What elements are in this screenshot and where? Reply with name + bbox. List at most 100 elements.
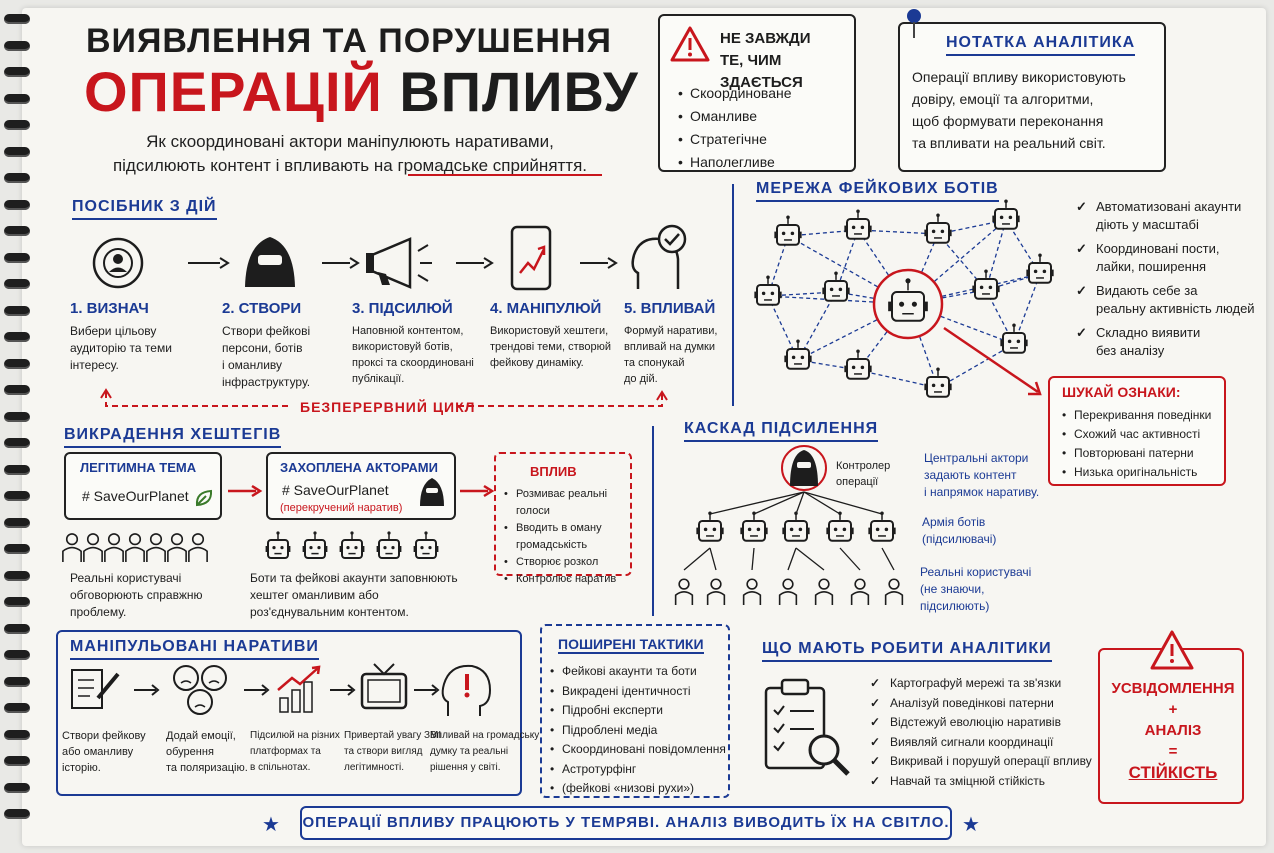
warning-title-1: НЕ ЗАВЖДИ <box>720 30 811 47</box>
bot-army-label: Армія ботів (підсилювачі) <box>922 514 996 548</box>
subtitle: Як скоординовані актори маніпулюють нара… <box>70 130 630 178</box>
check-line: діють у масштабі <box>1096 217 1199 232</box>
label-line: Центральні актори <box>924 451 1029 465</box>
spiral-ring <box>4 279 30 289</box>
spiral-ring <box>4 517 30 528</box>
analyst-item: Картографуй мережі та зв'язки <box>870 674 1092 694</box>
real-users-icons <box>62 533 208 562</box>
spiral-ring <box>4 226 30 236</box>
phone-trend-icon <box>510 225 552 291</box>
spiral-ring <box>4 597 30 607</box>
spiral-ring <box>4 146 30 157</box>
robot-icon <box>784 339 812 370</box>
spiral-ring <box>4 305 30 316</box>
step-line: Формуй наративи, <box>624 325 718 337</box>
leaf-icon <box>195 489 213 507</box>
title-line2: ОПЕРАЦІЙ ВПЛИВУ <box>84 62 639 122</box>
step-line: інфраструктуру. <box>222 375 311 389</box>
bot-network-title: МЕРЕЖА ФЕЙКОВИХ БОТІВ <box>756 180 999 202</box>
analyst-note: НОТАТКА АНАЛІТИКА Операції впливу викори… <box>898 22 1166 172</box>
bot-icons-row <box>265 531 439 559</box>
bar-trend-icon <box>277 665 321 713</box>
step-line: аудиторію та теми <box>70 341 172 355</box>
playbook-step-1: 1. ВИЗНАЧ Вибери цільову аудиторію та те… <box>70 300 210 374</box>
step-line: легітимності. <box>344 762 404 773</box>
person-icon <box>778 578 798 605</box>
users-caption: Реальні користувачі обговорюють справжню… <box>70 570 202 621</box>
step-line: Додай емоції, <box>166 730 236 742</box>
step-line: інтересу. <box>70 358 119 372</box>
spiral-ring <box>4 252 30 263</box>
footer-text: ОПЕРАЦІЇ ВПЛИВУ ПРАЦЮЮТЬ У ТЕМРЯВІ. АНАЛ… <box>302 814 950 831</box>
check-line: Автоматизовані акаунти <box>1096 199 1242 214</box>
robot-icon <box>992 199 1020 230</box>
label-line: (підсилювачі) <box>922 532 997 546</box>
spiral-ring <box>4 782 30 793</box>
check-item: Координовані пости,лайки, поширення <box>1076 240 1266 276</box>
person-icon <box>742 578 762 605</box>
warning-item: Скоординоване <box>676 82 792 105</box>
impact-item: Створює розкол <box>502 554 630 571</box>
eq-line: УСВІДОМЛЕННЯ <box>1111 680 1235 697</box>
tactics-title: ПОШИРЕНІ ТАКТИКИ <box>558 636 704 654</box>
robot-icon <box>844 209 872 240</box>
spiral-ring <box>4 703 30 713</box>
sign-item: Схожий час активності <box>1060 425 1211 444</box>
legit-topic-box: ЛЕГІТИМНА ТЕМА # SaveOurPlanet <box>64 452 222 520</box>
arrow-right-icon <box>460 484 495 498</box>
hooded-actor-icon <box>245 237 295 287</box>
spiral-binding <box>4 14 32 844</box>
caption-line: хештег оманливим або <box>250 588 379 602</box>
caption-line: Реальні користувачі <box>70 571 182 585</box>
spiral-ring <box>4 411 30 422</box>
narratives-icons <box>71 663 492 716</box>
real-users-label: Реальні користувачі (не знаючи, підсилюю… <box>920 564 1031 615</box>
caption-line: Боти та фейкові акаунти заповнюють <box>250 571 458 585</box>
hijacked-note: (перекручений наратив) <box>280 502 403 514</box>
emotion-faces-icon <box>173 665 227 715</box>
step-line: думку та реальні <box>430 746 509 757</box>
spiral-ring <box>4 14 30 24</box>
title-red-word: ОПЕРАЦІЙ <box>84 60 383 123</box>
person-icon <box>706 578 726 605</box>
impact-title: ВПЛИВ <box>530 464 577 479</box>
playbook-step-5: 5. ВПЛИВАЙ Формуй наративи, впливай на д… <box>624 300 728 387</box>
spiral-ring <box>4 809 30 819</box>
hijacked-hashtag: # SaveOurPlanet <box>282 482 389 498</box>
step-line: до дій. <box>624 373 658 385</box>
divider-vertical-2 <box>652 426 654 616</box>
check-line: Видають себе за <box>1096 283 1198 298</box>
label-line: Реальні користувачі <box>920 565 1032 579</box>
robot-icon <box>696 511 724 542</box>
signs-box: ШУКАЙ ОЗНАКИ: Перекривання поведінки Схо… <box>1048 376 1226 486</box>
spiral-ring <box>4 385 30 395</box>
warning-icon <box>670 26 710 62</box>
sign-item: Повторювані патерни <box>1060 444 1211 463</box>
star-icon: ★ <box>262 814 280 836</box>
analyst-item: Відстежуй еволюцію наративів <box>870 713 1092 733</box>
person-icon <box>104 533 124 562</box>
step-line: Підсилюй на різних <box>250 730 340 741</box>
tactics-box: ПОШИРЕНІ ТАКТИКИ Фейкові акаунти та боти… <box>540 624 730 798</box>
narratives-box: МАНІПУЛЬОВАНІ НАРАТИВИ <box>56 630 522 796</box>
robot-icon <box>822 271 850 302</box>
signs-arrow <box>943 326 1039 394</box>
subtitle-line2: підсилюють контент і впливають на громад… <box>112 156 588 175</box>
step-line: платформах та <box>250 746 321 757</box>
central-actors-label: Центральні актори задають контент і напр… <box>924 450 1039 501</box>
step-line: Привертай увагу ЗМІ <box>344 730 442 741</box>
label-line: і напрямок наративу. <box>924 485 1040 499</box>
step-text: Створи фейкові персони, ботів і оманливу… <box>222 323 342 391</box>
step-line: Створи фейкову <box>62 730 146 742</box>
robot-icon <box>754 275 782 306</box>
spiral-ring <box>4 464 30 475</box>
analyst-note-title: НОТАТКА АНАЛІТИКА <box>946 34 1136 56</box>
impact-item: Розмиває реальні голоси <box>502 486 630 520</box>
step-line: публікації. <box>352 373 405 385</box>
spiral-ring <box>4 729 30 740</box>
step-line: і оманливу <box>222 358 283 372</box>
step-text: Використовуй хештеги, трендові теми, ств… <box>490 323 618 371</box>
warning-list: Скоординоване Оманливе Стратегічне Напол… <box>676 82 792 174</box>
label-line: підсилюють) <box>920 599 990 613</box>
